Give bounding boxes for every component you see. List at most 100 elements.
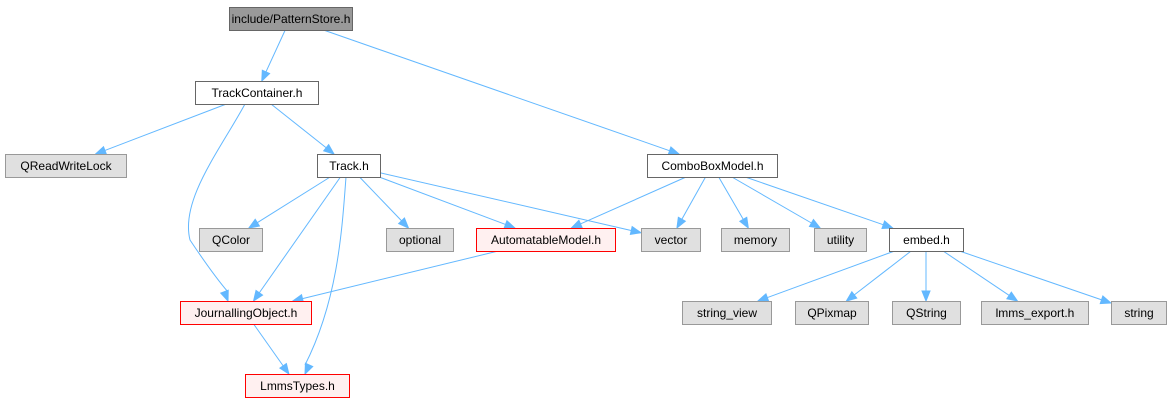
node-label: TrackContainer.h <box>212 86 303 100</box>
edge-line <box>265 29 286 74</box>
edge-track_container-to-track <box>270 103 336 155</box>
edge-track-to-vector <box>379 172 643 235</box>
node-box <box>245 374 350 398</box>
node-lmms-types[interactable]: LmmsTypes.h <box>245 374 350 398</box>
node-box <box>386 228 454 252</box>
edge-automatable_model-to-journalling_object <box>291 250 499 304</box>
arrowhead-icon <box>252 289 264 303</box>
node-string-view[interactable]: string_view <box>682 301 772 325</box>
edge-line <box>731 176 813 224</box>
node-track-container[interactable]: TrackContainer.h <box>195 81 319 105</box>
node-pattern-store[interactable]: include/PatternStore.h <box>229 7 353 31</box>
edge-embed-to-string <box>959 250 1113 305</box>
edge-line <box>853 250 912 296</box>
node-label: ComboBoxModel.h <box>661 159 763 173</box>
node-label: AutomatableModel.h <box>491 233 601 247</box>
arrowhead-icon <box>570 219 583 229</box>
node-label: utility <box>827 233 854 247</box>
edge-embed-to-qstring <box>921 251 931 303</box>
edge-combobox_model-to-embed <box>745 176 895 230</box>
edge-line <box>378 176 507 226</box>
arrowhead-icon <box>808 218 822 229</box>
node-label: optional <box>399 233 441 247</box>
edge-line <box>304 176 347 366</box>
arrowhead-icon <box>845 290 858 302</box>
edge-line <box>258 176 341 294</box>
node-box <box>5 154 127 178</box>
node-box <box>641 228 701 252</box>
node-label: QString <box>906 306 947 320</box>
edge-line <box>766 250 895 299</box>
node-journalling-object[interactable]: JournallingObject.h <box>180 301 312 325</box>
node-track[interactable]: Track.h <box>317 154 381 178</box>
edge-track-to-automatable_model <box>378 176 517 229</box>
arrowhead-icon <box>94 145 108 155</box>
node-label: string_view <box>697 306 757 320</box>
arrowhead-icon <box>667 146 681 156</box>
arrowhead-icon <box>247 218 261 229</box>
node-label: lmms_export.h <box>996 306 1075 320</box>
node-box <box>889 228 964 252</box>
arrowhead-icon <box>756 292 770 302</box>
node-qreadwritelock[interactable]: QReadWriteLock <box>5 154 127 178</box>
edge-line <box>379 172 633 232</box>
arrowhead-icon <box>261 69 271 83</box>
edge-track_container-to-journalling_object <box>188 103 246 303</box>
node-label: QPixmap <box>807 306 857 320</box>
node-label: string <box>1124 306 1153 320</box>
edge-line <box>103 103 227 152</box>
node-box <box>317 154 381 178</box>
edge-combobox_model-to-automatable_model <box>570 176 687 229</box>
node-utility[interactable]: utility <box>814 228 867 252</box>
node-label: QColor <box>212 233 250 247</box>
node-box <box>195 81 319 105</box>
node-box <box>814 228 867 252</box>
node-qstring[interactable]: QString <box>892 301 961 325</box>
arrowhead-icon <box>676 216 687 230</box>
arrowhead-icon <box>219 289 229 303</box>
node-box <box>647 154 778 178</box>
arrowhead-icon <box>397 217 410 229</box>
node-qcolor[interactable]: QColor <box>199 228 263 252</box>
node-box <box>682 301 772 325</box>
arrowhead-icon <box>629 225 643 235</box>
edge-pattern_store-to-combobox_model <box>323 29 681 156</box>
arrowhead-icon <box>1099 295 1113 305</box>
node-memory[interactable]: memory <box>721 228 790 252</box>
edge-line <box>256 176 331 224</box>
edge-line <box>270 103 328 149</box>
node-box <box>1111 301 1167 325</box>
arrowhead-icon <box>304 362 314 376</box>
edge-journalling_object-to-lmms_types <box>253 323 290 376</box>
edge-track-to-journalling_object <box>252 176 341 303</box>
edge-line <box>359 176 403 222</box>
node-string[interactable]: string <box>1111 301 1167 325</box>
edge-combobox_model-to-utility <box>731 176 822 229</box>
node-label: vector <box>655 233 688 247</box>
arrowhead-icon <box>503 219 517 229</box>
edge-line <box>323 29 671 152</box>
edge-line <box>942 250 1011 297</box>
node-automatable-model[interactable]: AutomatableModel.h <box>476 228 616 252</box>
node-embed[interactable]: embed.h <box>889 228 964 252</box>
edge-track_container-to-qreadwritelock <box>94 103 227 155</box>
edge-line <box>301 250 499 300</box>
node-label: QReadWriteLock <box>20 159 112 173</box>
arrowhead-icon <box>1006 291 1019 302</box>
node-vector[interactable]: vector <box>641 228 701 252</box>
node-qpixmap[interactable]: QPixmap <box>795 301 869 325</box>
node-lmms-export[interactable]: lmms_export.h <box>981 301 1089 325</box>
arrowhead-icon <box>881 220 895 230</box>
node-optional[interactable]: optional <box>386 228 454 252</box>
node-combobox-model[interactable]: ComboBoxModel.h <box>647 154 778 178</box>
node-box <box>180 301 312 325</box>
node-label: Track.h <box>329 159 369 173</box>
arrowhead-icon <box>322 143 336 155</box>
edge-line <box>745 176 885 226</box>
node-label: include/PatternStore.h <box>232 12 351 26</box>
edge-track-to-optional <box>359 176 410 229</box>
dependency-nodes: include/PatternStore.hTrackContainer.hQR… <box>5 7 1167 398</box>
node-box <box>892 301 961 325</box>
edge-track-to-lmms_types <box>304 176 347 376</box>
